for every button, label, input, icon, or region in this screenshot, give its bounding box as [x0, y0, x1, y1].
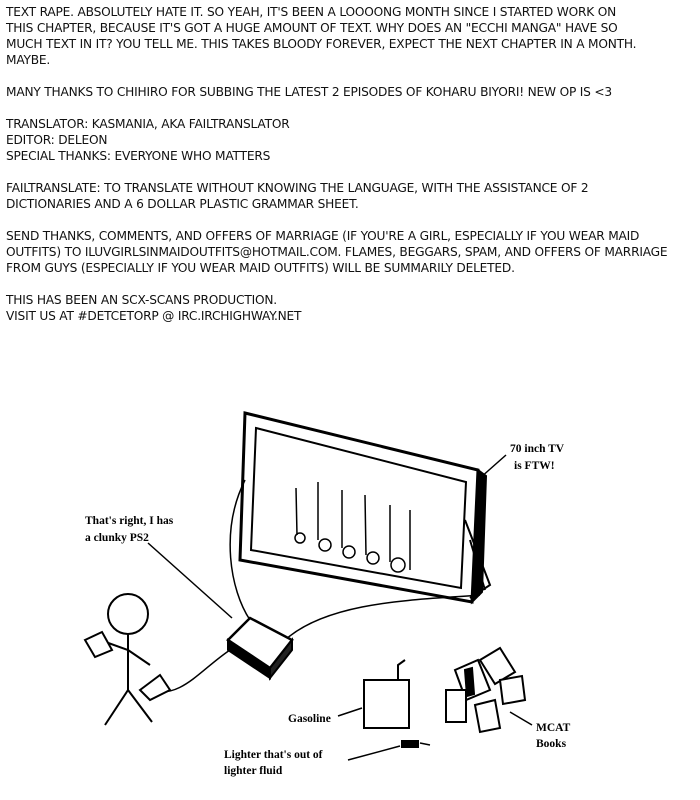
note-paragraph: Text rape. Absolutely hate it. So yeah, … [6, 4, 696, 68]
ps2-icon [226, 616, 294, 681]
screen-bars-icon [294, 482, 411, 573]
note-paragraph: Send thanks, comments, and offers of mar… [6, 228, 696, 276]
note-line: Editor: Deleon [6, 133, 108, 147]
tv-label: 70 inch TV [510, 443, 565, 455]
tv-label: is FTW! [514, 460, 555, 472]
ps2-label: a clunky PS2 [85, 532, 149, 544]
books-label: Books [536, 738, 567, 750]
gasoline-can-icon [363, 659, 410, 729]
note-line: Send thanks, comments, and offers of mar… [6, 229, 640, 243]
note-line: much text in it? You tell me. This takes… [6, 37, 637, 51]
lighter-label: lighter fluid [224, 765, 283, 777]
note-paragraph: This has been an SCX-Scans production. Vi… [6, 292, 696, 324]
books-label: MCAT [536, 722, 571, 734]
gasoline-label: Gasoline [288, 713, 331, 725]
note-line: Translator: Kasmania, aka Failtranslator [6, 117, 290, 131]
stick-figure-icon [83, 593, 172, 726]
note-paragraph: Many thanks to Chihiro for subbing the l… [6, 84, 696, 100]
lighter-label: Lighter that's out of [224, 749, 323, 761]
ps2-label: That's right, I has [85, 515, 174, 527]
note-line: Special thanks: Everyone who matters [6, 149, 271, 163]
note-paragraph: Failtranslate: to translate without know… [6, 180, 696, 212]
tv-cable [229, 479, 481, 641]
note-line: outfits) to iluvgirlsinmaidoutfits@hotma… [6, 245, 668, 259]
note-line: this chapter, because it's got a huge am… [6, 21, 618, 35]
note-line: Visit us at #detcetorp @ irc.irchighway.… [6, 309, 302, 323]
lighter-icon [401, 740, 419, 748]
note-line: Many thanks to Chihiro for subbing the l… [6, 85, 612, 99]
note-line: dictionaries and a 6 dollar plastic gram… [6, 197, 359, 211]
translator-notes: Text rape. Absolutely hate it. So yeah, … [6, 4, 696, 340]
note-paragraph: Translator: Kasmania, aka Failtranslator… [6, 116, 696, 164]
note-line: Failtranslate: to translate without know… [6, 181, 589, 195]
books-icon [445, 646, 527, 734]
note-line: This has been an SCX-Scans production. [6, 293, 277, 307]
note-line: from guys (especially if you wear maid o… [6, 261, 515, 275]
note-line: Maybe. [6, 53, 51, 67]
note-line: Text rape. Absolutely hate it. So yeah, … [6, 5, 617, 19]
tv-icon [238, 411, 492, 605]
